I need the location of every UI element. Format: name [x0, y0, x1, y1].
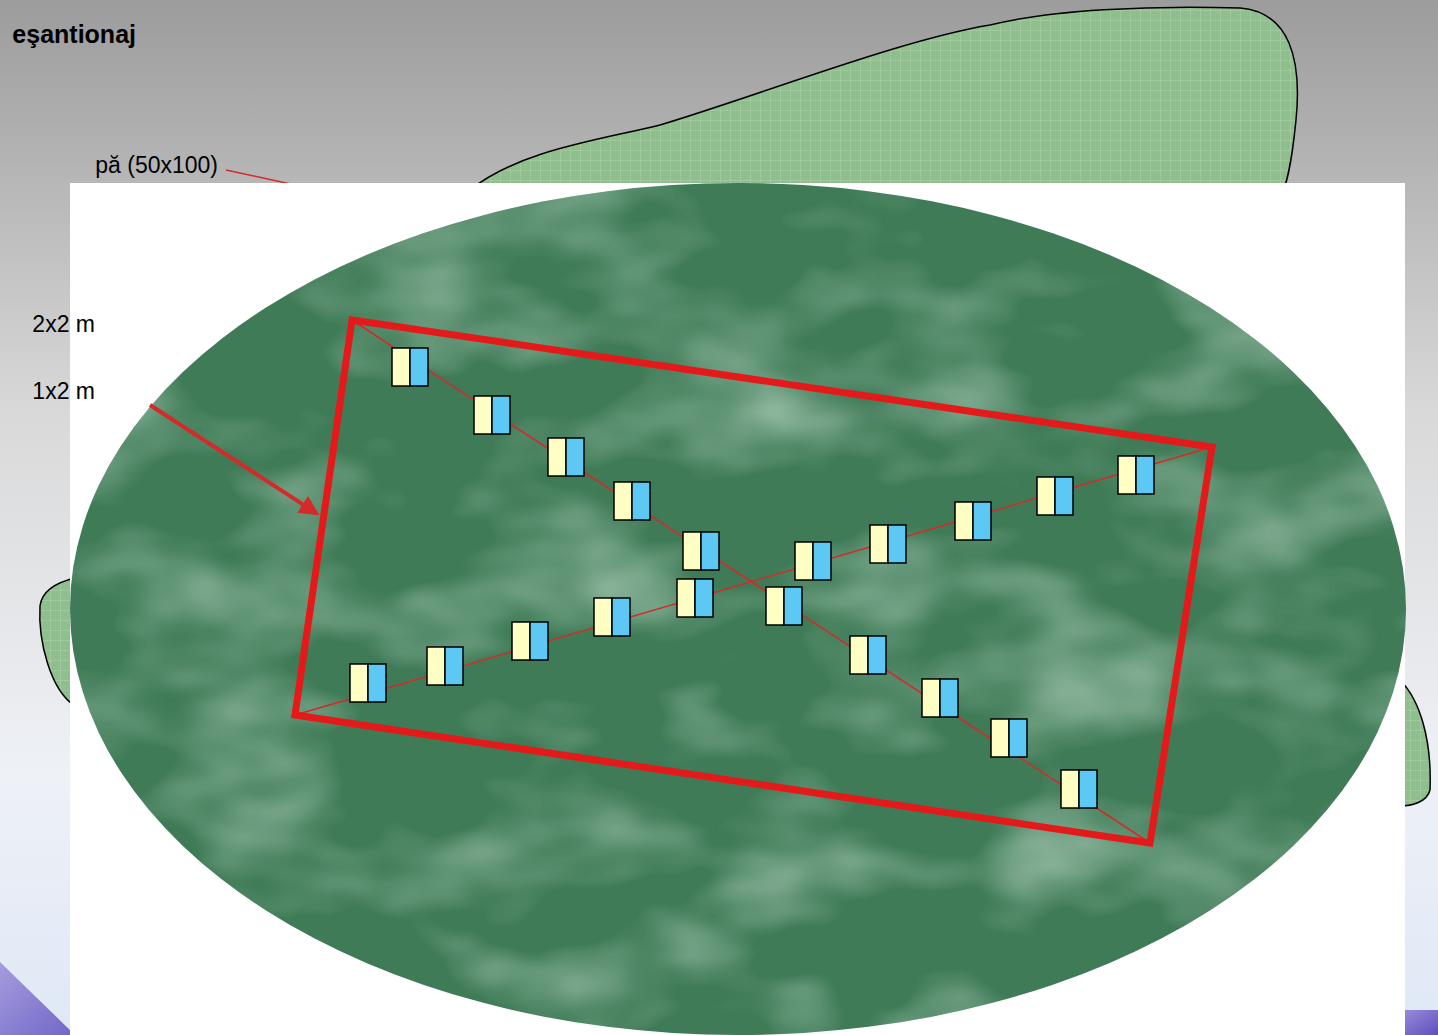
quadrat-1x2 [940, 679, 958, 717]
quadrat-2x2 [870, 525, 888, 563]
slide-title: eşantionaj [12, 20, 136, 49]
quadrat-2x2 [350, 664, 368, 702]
photo-frame [70, 183, 1405, 1035]
quadrat-1x2 [1055, 477, 1073, 515]
annotation-label: pă (50x100) [95, 152, 218, 179]
quadrat-1x2 [530, 622, 548, 660]
map-region [40, 578, 75, 706]
vegetation-texture [70, 183, 1405, 1035]
quadrat-1x2 [695, 579, 713, 617]
quadrat-1x2 [632, 482, 650, 520]
quadrat-2x2 [922, 679, 940, 717]
quadrat-2x2 [683, 532, 701, 570]
map-region [470, 7, 1297, 195]
quadrat-1x2 [1079, 770, 1097, 808]
quadrat-1x2 [784, 587, 802, 625]
quadrat-2x2 [991, 719, 1009, 757]
quadrat-1x2 [445, 647, 463, 685]
annotation-label: 2x2 m [32, 311, 95, 338]
quadrat-1x2 [492, 396, 510, 434]
quadrat-2x2 [1118, 456, 1136, 494]
quadrat-1x2 [612, 598, 630, 636]
quadrat-2x2 [850, 636, 868, 674]
quadrat-2x2 [427, 647, 445, 685]
corner-decoration [1400, 1010, 1438, 1035]
quadrat-2x2 [677, 579, 695, 617]
quadrat-1x2 [1009, 719, 1027, 757]
quadrat-2x2 [795, 542, 813, 580]
quadrat-2x2 [766, 587, 784, 625]
sample-plot [295, 320, 1212, 843]
pointer-arrow [150, 405, 316, 513]
quadrat-1x2 [1136, 456, 1154, 494]
quadrat-1x2 [410, 348, 428, 386]
quadrat-2x2 [955, 502, 973, 540]
quadrat-1x2 [368, 664, 386, 702]
quadrat-2x2 [1037, 477, 1055, 515]
quadrat-2x2 [512, 622, 530, 660]
quadrat-2x2 [614, 482, 632, 520]
quadrat-1x2 [973, 502, 991, 540]
quadrat-1x2 [888, 525, 906, 563]
quadrat-2x2 [594, 598, 612, 636]
vegetation-area [70, 183, 1406, 1035]
quadrat-2x2 [474, 396, 492, 434]
quadrat-2x2 [392, 348, 410, 386]
transect-line [295, 447, 1212, 715]
quadrat-1x2 [868, 636, 886, 674]
quadrat-2x2 [1061, 770, 1079, 808]
quadrat-1x2 [813, 542, 831, 580]
quadrat-1x2 [566, 438, 584, 476]
quadrat-1x2 [701, 532, 719, 570]
quadrat-2x2 [548, 438, 566, 476]
corner-decoration [0, 962, 75, 1035]
annotation-label: 1x2 m [32, 378, 95, 405]
